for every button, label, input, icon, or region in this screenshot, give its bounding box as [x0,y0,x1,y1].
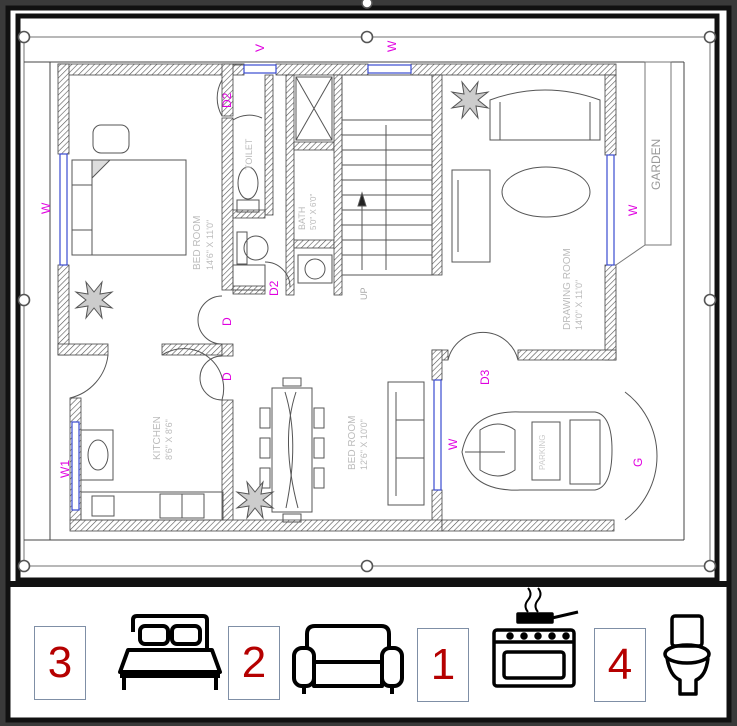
door-swings [69,79,658,521]
legend-number: 4 [607,640,633,689]
window-label: W [385,40,399,52]
resize-handle[interactable] [17,293,31,307]
legend-number: 1 [430,640,456,689]
toilet-fixtures [232,166,333,291]
door-label-d2: D2 [267,280,281,296]
door-label: D [220,317,234,326]
window-label: W [626,204,640,216]
dining-table [259,377,325,523]
drawing-room-furniture [451,89,601,263]
ventilator-label: V [253,44,267,52]
legend-number: 3 [47,638,73,687]
resize-handle[interactable] [703,30,717,44]
door-label: D [220,372,234,381]
toilet-label: TOILET [244,138,254,170]
legend-number: 2 [241,638,267,687]
window-label: W [446,438,460,450]
selection-box[interactable] [17,0,717,573]
door-label-d2: D2 [220,92,234,108]
resize-handle[interactable] [360,30,374,44]
bath-size: 5'0" X 6'0" [309,194,318,230]
gate-label: G [631,458,645,467]
stove-icon [492,587,579,688]
resize-handle[interactable] [17,559,31,573]
resize-handle[interactable] [360,559,374,573]
bed [71,124,187,256]
toilet-icon [663,614,711,696]
resize-handle[interactable] [703,559,717,573]
resize-handle[interactable] [703,293,717,307]
windows [59,64,615,511]
plant-icon [74,280,114,320]
legend-number-box: 3 [34,626,86,700]
plot-boundary [24,61,685,541]
bedroom-size: 14'6" X 11'0" [205,220,215,270]
plant-icon [235,480,275,520]
staircase [341,74,433,276]
kitchen-fixtures [80,429,224,521]
legend-number-box: 1 [417,628,469,702]
resize-handle[interactable] [17,30,31,44]
legend-number-box: 2 [228,626,280,700]
drawing-room-size: 14'0" X 11'0" [574,280,584,330]
window-label: W [39,202,53,214]
window-label-w1: W1 [58,460,72,478]
sofa-icon [292,624,404,694]
bath-label: BATH [297,207,307,230]
bedroom-label: BED ROOM [192,216,203,270]
sofa-plan [387,381,425,506]
drawing-room-label: DRAWING ROOM [562,248,573,330]
car [461,411,613,491]
plant-icon [450,80,490,120]
rotate-handle[interactable] [361,0,373,9]
garden-label: GARDEN [649,139,663,190]
garden-strip [644,61,672,246]
stairs-up-label: UP [359,287,369,300]
parking-label: PARKING [538,435,547,470]
kitchen-size: 8'6" X 8'6" [164,419,174,460]
door-label-d3: D3 [478,369,492,385]
room-size: 12'6" X 10'0" [359,419,369,470]
kitchen-label: KITCHEN [152,416,163,460]
bed-icon [118,614,222,690]
room-label: BED ROOM [347,416,358,470]
legend-number-box: 4 [594,628,646,702]
duct-box [295,76,333,141]
